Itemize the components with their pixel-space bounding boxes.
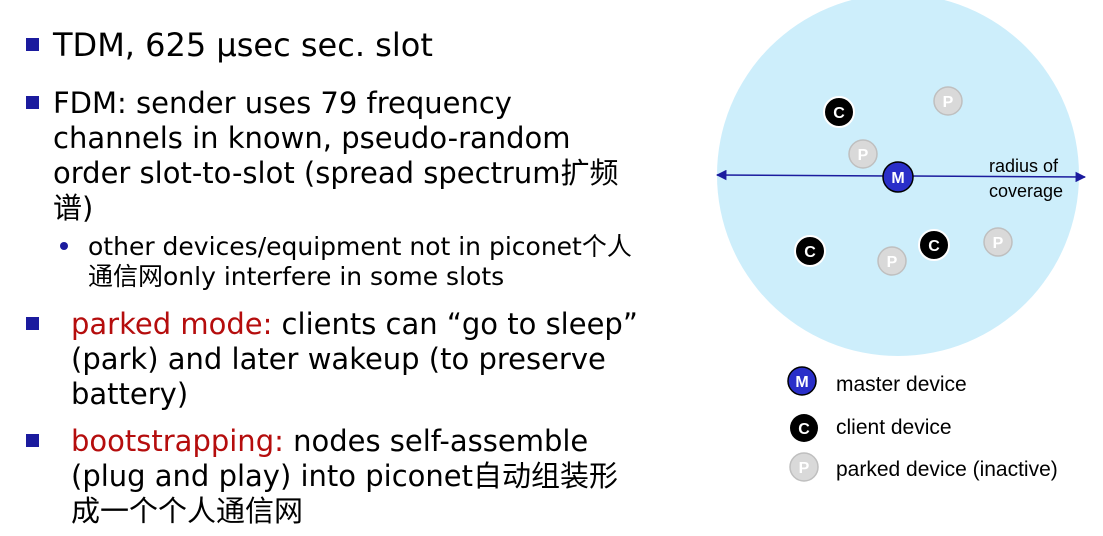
parked-letter: P [993, 235, 1004, 252]
bullet-fdm: FDM: sender uses 79 frequency channels i… [26, 86, 619, 226]
legend-parked: P parked device (inactive) [789, 452, 1058, 482]
square-bullet-icon [26, 317, 39, 330]
square-bullet-icon [26, 38, 39, 51]
legend-master: M master device [787, 366, 967, 396]
bullet-fdm-line-4: 谱) [53, 191, 94, 225]
legend: M master device C client device P parked… [787, 366, 1058, 482]
bullet-tdm: TDM, 625 μsec sec. slot [26, 28, 433, 63]
bullet-bootstrapping: bootstrapping: nodes self-assemble (plug… [26, 424, 618, 529]
radius-label-line-2: coverage [989, 181, 1063, 201]
parked-letter: P [858, 147, 869, 164]
parked-node: P [983, 227, 1013, 257]
round-bullet-icon [60, 242, 68, 250]
bootstrapping-term: bootstrapping: [71, 424, 284, 458]
master-node: M [882, 161, 914, 193]
bullet-parked-line-1: clients can “go to sleep” [272, 307, 638, 341]
bullet-boot-line-3: 成一个个人通信网 [71, 494, 304, 528]
legend-parked-label: parked device (inactive) [836, 458, 1058, 481]
parked-node: P [848, 139, 878, 169]
client-node: C [918, 229, 950, 261]
bullet-parked: parked mode: clients can “go to sleep” (… [26, 307, 638, 412]
client-letter: C [804, 244, 816, 261]
legend-parked-letter: P [799, 460, 810, 477]
bullet-fdm-line-2: channels in known, pseudo-random [53, 121, 571, 155]
square-bullet-icon [26, 96, 39, 109]
client-icon [790, 414, 818, 442]
bullet-boot-line-1: nodes self-assemble [283, 424, 589, 458]
sub-bullet-interference: other devices/equipment not in piconet个人… [60, 232, 632, 292]
bullet-fdm-line-1: FDM: sender uses 79 frequency [53, 86, 512, 120]
parked-letter: P [887, 254, 898, 271]
bullet-fdm-line-3: order slot-to-slot (spread spectrum扩频 [53, 156, 619, 190]
bullet-parked-line-3: battery) [71, 377, 189, 411]
legend-client-letter: C [798, 421, 810, 438]
piconet-diagram: radius of coverage P P P P C C C M M [715, 0, 1087, 482]
radius-label-line-1: radius of [989, 156, 1059, 176]
master-icon [787, 366, 817, 396]
bullet-boot-line-2: (plug and play) into piconet自动组装形 [71, 459, 619, 493]
bullet-parked-line-2: (park) and later wakeup (to preserve [71, 342, 606, 376]
sub-bullet-line-1: other devices/equipment not in piconet个人 [88, 232, 632, 261]
legend-client: C client device [790, 414, 952, 442]
legend-client-label: client device [836, 416, 952, 439]
client-node: C [823, 96, 855, 128]
parked-node: P [933, 86, 963, 116]
sub-bullet-line-2: 通信网only interfere in some slots [88, 262, 505, 291]
bullet-tdm-text: TDM, 625 μsec sec. slot [53, 26, 433, 64]
parked-term: parked mode: [71, 307, 273, 341]
master-letter: M [891, 170, 904, 187]
parked-node: P [877, 246, 907, 276]
parked-letter: P [943, 94, 954, 111]
square-bullet-icon [26, 434, 39, 447]
legend-master-label: master device [836, 373, 967, 396]
client-letter: C [833, 105, 845, 122]
client-node: C [794, 235, 826, 267]
client-letter: C [928, 238, 940, 255]
parked-icon [789, 452, 819, 482]
legend-master-letter: M [795, 374, 808, 391]
